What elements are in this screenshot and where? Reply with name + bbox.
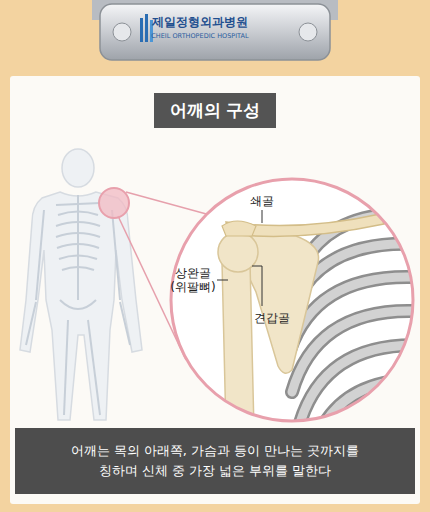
title-banner: 어깨의 구성: [154, 93, 277, 128]
body-figure: [20, 149, 142, 420]
bone-label: 견갑골: [254, 311, 290, 325]
shoulder-bones: [218, 214, 430, 460]
bone-label: 상완골 (위팔뼈): [169, 266, 217, 295]
zoom-circle: [171, 179, 413, 421]
bone-label: 쇄골: [250, 194, 274, 208]
logo-text: 제일정형외과병원: [152, 15, 248, 29]
zoom-spot: [99, 188, 129, 218]
logo-subtext: CHEIL ORTHOPEDIC HOSPITAL: [151, 33, 248, 41]
skeleton-bones: [26, 195, 130, 415]
clip: [92, 0, 338, 60]
leader-lines: [217, 210, 262, 306]
caption-band: 어깨는 목의 아래쪽, 가슴과 등이 만나는 곳까지를 칭하며 신체 중 가장 …: [15, 428, 415, 494]
